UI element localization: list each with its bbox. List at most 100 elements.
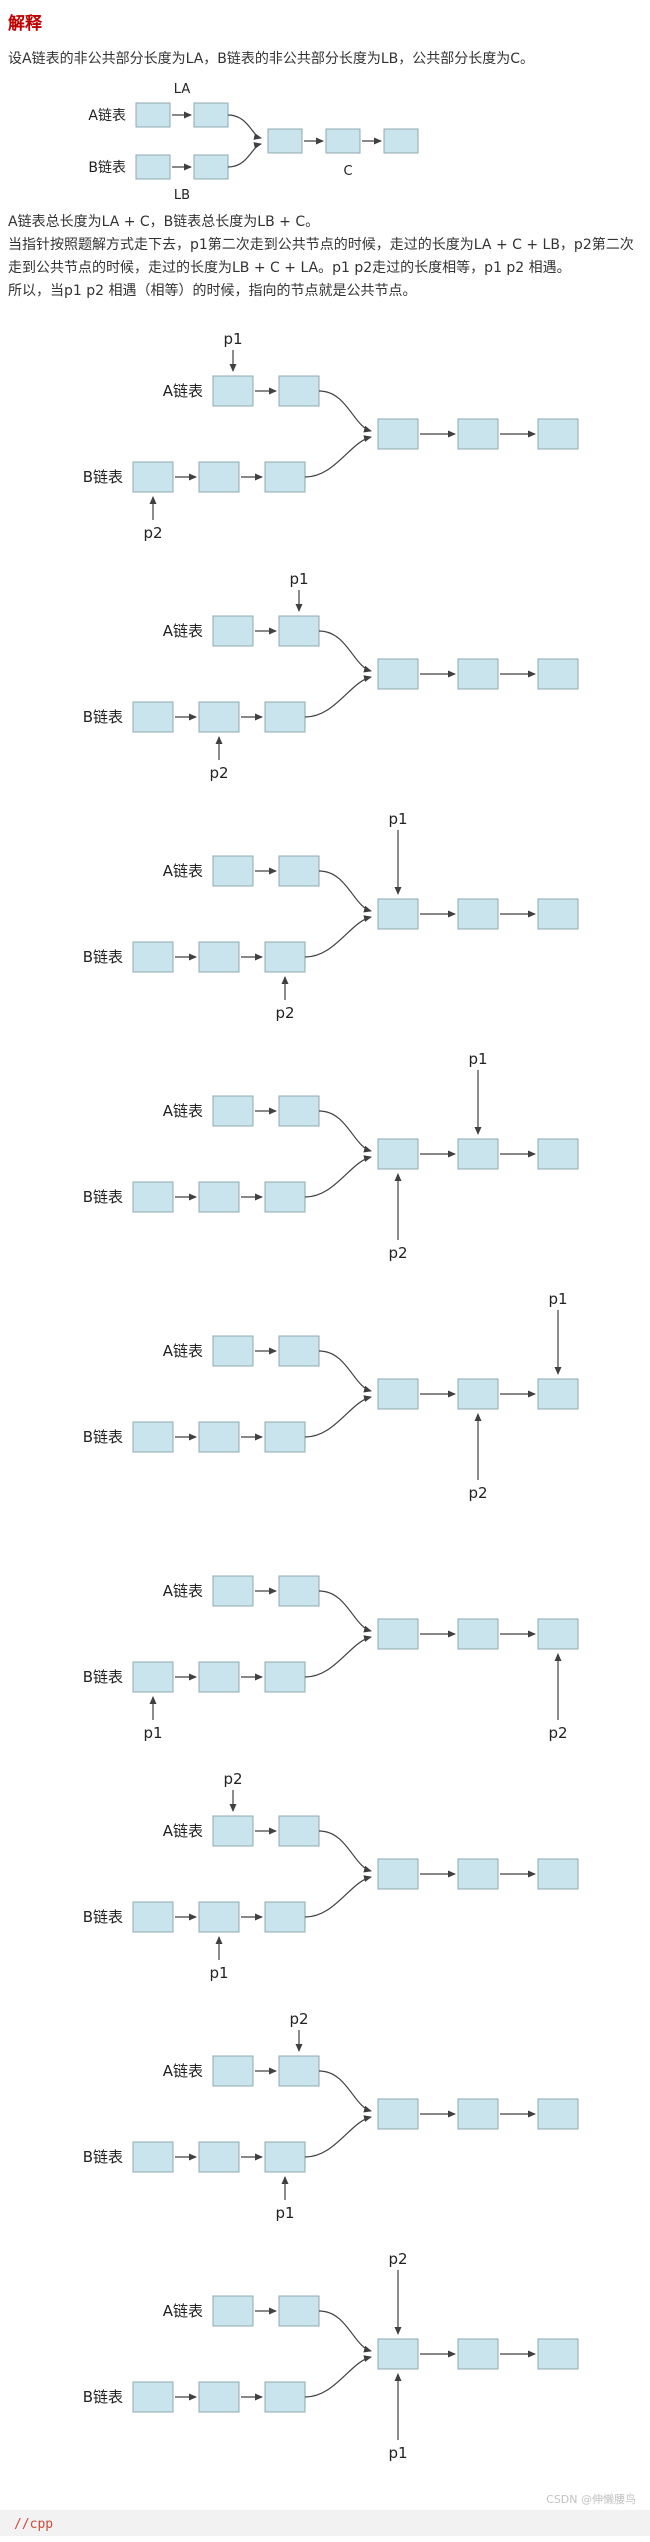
merge-curve	[227, 114, 262, 141]
list-node	[377, 1378, 419, 1410]
list-node	[135, 154, 171, 180]
list-node	[132, 701, 174, 733]
merge-curve	[304, 434, 372, 478]
list-node	[264, 1421, 306, 1453]
p2-pointer-label: p2	[223, 1770, 242, 1788]
list-node	[132, 1181, 174, 1213]
code-block: //cpp	[0, 2509, 650, 2536]
list-node	[212, 1095, 254, 1127]
list-node	[264, 1901, 306, 1933]
list-node	[537, 898, 579, 930]
list-node	[135, 102, 171, 128]
list-node	[457, 658, 499, 690]
list-b-label: B链表	[83, 1668, 123, 1686]
p2-pointer-label: p2	[388, 1244, 407, 1262]
list-node	[278, 1575, 320, 1607]
merge-curve	[304, 1634, 372, 1678]
lb-length-label: LB	[174, 188, 190, 203]
list-node	[212, 2055, 254, 2087]
list-node	[132, 1421, 174, 1453]
p1-pointer-label: p1	[289, 570, 308, 588]
explanation-line: A链表总长度为LA + C，B链表总长度为LB + C。	[8, 214, 320, 231]
list-node	[198, 1661, 240, 1693]
explanation-line: 所以，当p1 p2 相遇（相等）的时候，指向的节点就是公共节点。	[8, 283, 417, 300]
p1-pointer-label: p1	[223, 330, 242, 348]
list-node	[457, 1378, 499, 1410]
list-node	[377, 418, 419, 450]
list-b-label: B链表	[88, 160, 126, 176]
explanation-paragraphs: A链表总长度为LA + C，B链表总长度为LB + C。 当指针按照题解方式走下…	[8, 211, 642, 303]
list-node	[377, 1138, 419, 1170]
p2-pointer-label: p2	[388, 2250, 407, 2268]
list-node	[537, 1858, 579, 1890]
article-body: 解释 设A链表的非公共部分长度为LA，B链表的非公共部分长度为LB，公共部分长度…	[8, 14, 642, 2474]
list-node	[264, 2381, 306, 2413]
list-node	[537, 1618, 579, 1650]
p2-pointer-label: p2	[468, 1484, 487, 1502]
list-b-label: B链表	[83, 1908, 123, 1926]
list-a-label: A链表	[163, 2062, 203, 2080]
list-node	[193, 154, 229, 180]
merge-curve	[318, 2309, 372, 2353]
p2-pointer-label: p2	[548, 1724, 567, 1742]
list-node	[264, 2141, 306, 2173]
list-node	[278, 375, 320, 407]
list-node	[278, 615, 320, 647]
list-node	[537, 418, 579, 450]
merge-curve	[304, 914, 372, 958]
list-node	[264, 461, 306, 493]
list-node	[457, 2338, 499, 2370]
merge-curve	[318, 629, 372, 673]
p2-pointer-label: p2	[209, 764, 228, 782]
list-node	[278, 1095, 320, 1127]
list-node	[198, 941, 240, 973]
list-node	[264, 1181, 306, 1213]
list-node	[132, 1901, 174, 1933]
list-node	[212, 2295, 254, 2327]
list-a-label: A链表	[163, 382, 203, 400]
list-node	[132, 941, 174, 973]
list-node	[537, 2098, 579, 2130]
list-node	[198, 1181, 240, 1213]
list-b-label: B链表	[83, 708, 123, 726]
merge-curve	[318, 869, 372, 913]
merge-curve	[318, 2069, 372, 2113]
explanation-line: 当指针按照题解方式走下去，p1第二次走到公共节点的时候，走过的长度为LA + C…	[8, 237, 634, 277]
list-node	[264, 701, 306, 733]
list-b-label: B链表	[83, 948, 123, 966]
p1-pointer-label: p1	[209, 1964, 228, 1982]
la-length-label: LA	[174, 82, 191, 97]
list-node	[278, 2055, 320, 2087]
list-node	[132, 461, 174, 493]
list-node	[264, 941, 306, 973]
list-node	[264, 1661, 306, 1693]
list-node	[457, 898, 499, 930]
list-node	[198, 701, 240, 733]
list-node	[325, 128, 361, 154]
list-node	[132, 1661, 174, 1693]
merge-curve	[227, 142, 262, 168]
pointer-step-diagram-2: A链表 B链表 p1 p2	[8, 554, 642, 794]
merge-curve	[304, 1154, 372, 1198]
merge-curve	[318, 1349, 372, 1393]
list-a-label: A链表	[163, 622, 203, 640]
merge-curve	[318, 1829, 372, 1873]
list-b-label: B链表	[83, 468, 123, 486]
p1-pointer-label: p1	[548, 1290, 567, 1308]
list-node	[278, 1815, 320, 1847]
p2-pointer-label: p2	[275, 1004, 294, 1022]
list-node	[193, 102, 229, 128]
list-node	[278, 855, 320, 887]
merge-curve	[318, 389, 372, 433]
